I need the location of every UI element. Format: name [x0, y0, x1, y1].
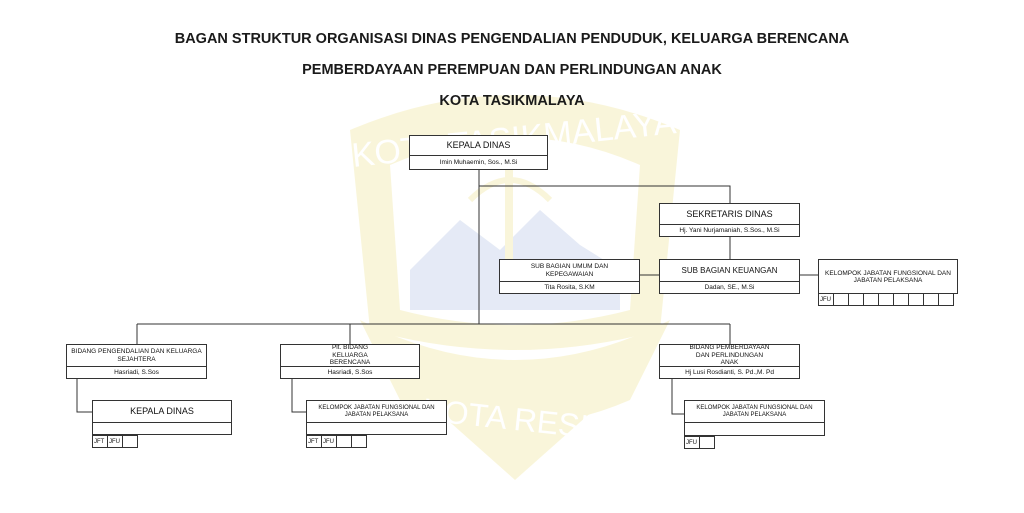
bidang-pemberdayaan-name: Hj Lusi Rosdianti, S. Pd.,M. Pd	[685, 369, 774, 376]
bidang-3-sub-cell	[699, 436, 715, 449]
fungsional-top-cell	[833, 293, 849, 306]
bidang-kb-name: Hasriadi, S.Sos	[327, 369, 373, 376]
subbag-keuangan-box[interactable]: SUB BAGIAN KEUANGAN Dadan, SE., M.Si	[659, 259, 800, 294]
kepala-dinas-box[interactable]: KEPALA DINAS Imin Muhaemin, Sos., M.Si	[409, 135, 548, 170]
fungsional-top-cell	[893, 293, 909, 306]
chart-title-line-3: KOTA TASIKMALAYA	[439, 93, 585, 109]
bidang-kb-box[interactable]: Plt. BIDANG KELUARGA BERENCANA Hasriadi,…	[280, 344, 420, 379]
bidang-3-sub-box[interactable]: KELOMPOK JABATAN FUNGSIONAL DAN JABATAN …	[684, 400, 825, 436]
bidang-kb-title: Plt. BIDANG KELUARGA BERENCANA	[281, 344, 419, 367]
bidang-3-sub-title: KELOMPOK JABATAN FUNGSIONAL DAN JABATAN …	[685, 401, 824, 423]
bidang-pengendalian-box[interactable]: BIDANG PENGENDALIAN DAN KELUARGA SEJAHTE…	[66, 344, 207, 379]
fungsional-top-box[interactable]: KELOMPOK JABATAN FUNGSIONAL DAN JABATAN …	[818, 259, 958, 294]
connector-bidang-3-sub	[671, 379, 684, 415]
bidang-1-sub-cell	[122, 435, 138, 448]
kepala-dinas-name: Imin Muhaemin, Sos., M.Si	[439, 159, 518, 166]
subbag-keuangan-name: Dadan, SE., M.Si	[704, 284, 755, 291]
fungsional-top-cell	[878, 293, 894, 306]
bidang-2-sub-box[interactable]: KELOMPOK JABATAN FUNGSIONAL DAN JABATAN …	[306, 400, 447, 435]
fungsional-top-cell	[848, 293, 864, 306]
bidang-1-sub-cell: JFT	[92, 435, 108, 448]
bidang-2-sub-cell	[351, 435, 367, 448]
subbag-umum-name: Tita Rosita, S.KM	[544, 284, 595, 291]
bidang-pengendalian-name: Hasriadi, S.Sos	[114, 369, 159, 376]
bidang-pemberdayaan-title: BIDANG PEMBERDAYAAN DAN PERLINDUNGAN ANA…	[660, 344, 799, 367]
bidang-2-sub-grid: JFT JFU	[306, 435, 367, 448]
chart-title-line-2: PEMBERDAYAAN PEREMPUAN DAN PERLINDUNGAN …	[302, 62, 722, 78]
bidang-2-sub-cell	[336, 435, 352, 448]
bidang-3-sub-cell: JFU	[684, 436, 700, 449]
connector-secretariat	[479, 185, 731, 203]
connector-bidang-1-sub	[76, 379, 92, 413]
fungsional-top-cell	[863, 293, 879, 306]
bidang-pemberdayaan-box[interactable]: BIDANG PEMBERDAYAAN DAN PERLINDUNGAN ANA…	[659, 344, 800, 379]
bidang-2-sub-cell: JFT	[306, 435, 322, 448]
bidang-pengendalian-title: BIDANG PENGENDALIAN DAN KELUARGA SEJAHTE…	[67, 345, 206, 367]
bidang-2-sub-title: KELOMPOK JABATAN FUNGSIONAL DAN JABATAN …	[307, 401, 446, 423]
fungsional-top-cell	[938, 293, 954, 306]
bidang-2-sub-cell: JFU	[321, 435, 337, 448]
bidang-1-sub-box[interactable]: KEPALA DINAS	[92, 400, 232, 435]
subbag-umum-box[interactable]: SUB BAGIAN UMUM DAN KEPEGAWAIAN Tita Ros…	[499, 259, 640, 294]
fungsional-top-cell	[908, 293, 924, 306]
fungsional-top-title: KELOMPOK JABATAN FUNGSIONAL DAN JABATAN …	[825, 269, 951, 284]
sekretaris-dinas-box[interactable]: SEKRETARIS DINAS Hj. Yani Nurjamaniah, S…	[659, 203, 800, 237]
sekretaris-dinas-name: Hj. Yani Nurjamaniah, S.Sos., M.Si	[679, 227, 780, 234]
connector-bidang-2-sub	[291, 379, 306, 413]
subbag-umum-title: SUB BAGIAN UMUM DAN KEPEGAWAIAN	[500, 260, 639, 282]
fungsional-top-cell: JFU	[818, 293, 834, 306]
subbag-keuangan-title: SUB BAGIAN KEUANGAN	[660, 260, 799, 282]
chart-title-line-1: BAGAN STRUKTUR ORGANISASI DINAS PENGENDA…	[174, 31, 850, 47]
bidang-1-sub-cell: JFU	[107, 435, 123, 448]
bidang-1-sub-title: KEPALA DINAS	[93, 401, 231, 423]
fungsional-top-cell	[923, 293, 939, 306]
bidang-3-sub-grid: JFU	[684, 436, 715, 449]
sekretaris-dinas-title: SEKRETARIS DINAS	[660, 204, 799, 225]
bidang-1-sub-grid: JFT JFU	[92, 435, 138, 448]
fungsional-top-grid: JFU	[818, 293, 954, 306]
kepala-dinas-title: KEPALA DINAS	[410, 136, 547, 156]
